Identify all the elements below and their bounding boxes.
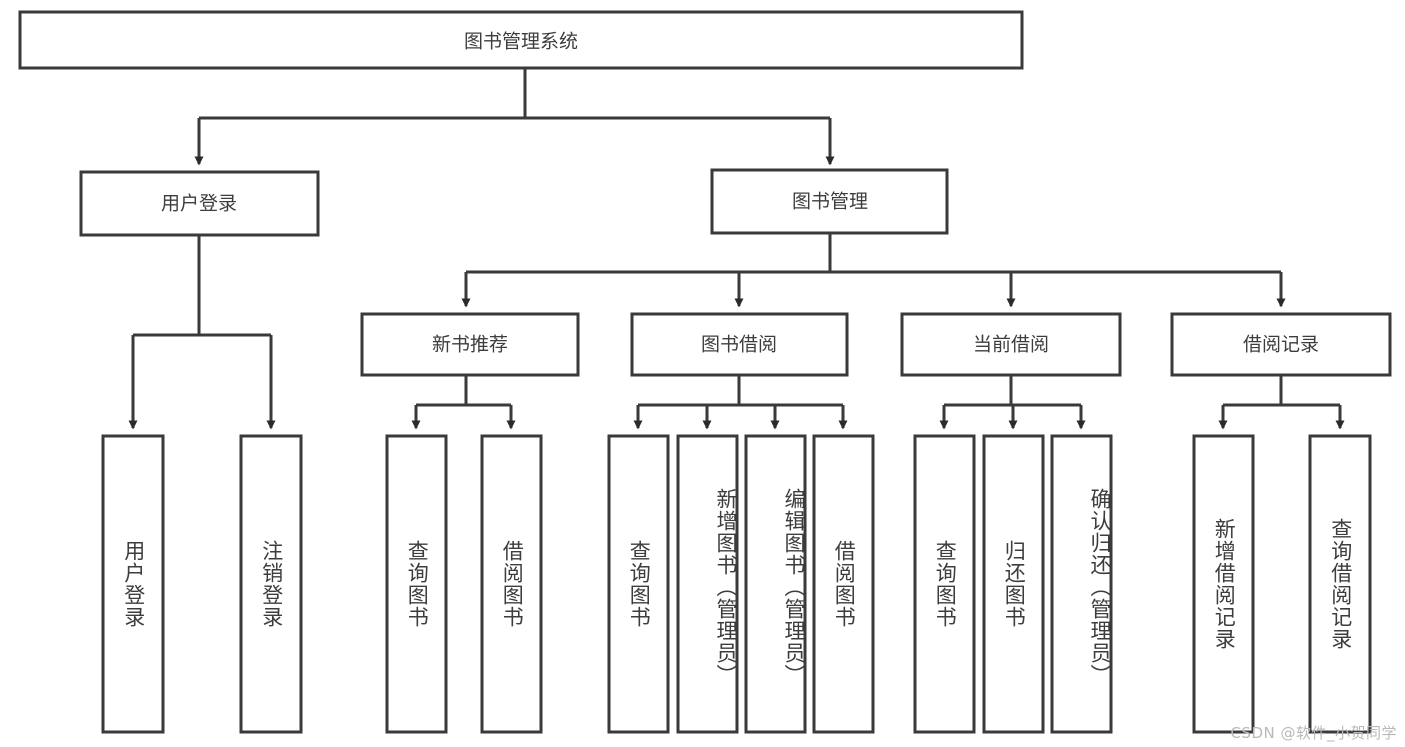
node-leaf-query-book-1[interactable]: 查询图书: [385, 434, 448, 734]
node-leaf-confirm-return[interactable]: 确认归还（管理员）: [1050, 434, 1113, 734]
connector-user-login-to-leaves: [128, 235, 276, 430]
node-book-management-system[interactable]: 图书管理系统: [18, 10, 1024, 70]
connector-book-manage-to-level2: [461, 233, 1286, 308]
node-label: 借阅图书: [832, 540, 857, 628]
connector-current-borrow-to-leaves: [939, 375, 1086, 430]
node-book-borrow[interactable]: 图书借阅: [630, 312, 849, 377]
node-label: 图书管理系统: [464, 31, 578, 53]
node-user-login[interactable]: 用户登录: [79, 170, 320, 237]
node-label: 新增图书（管理员）: [714, 488, 737, 686]
node-label: 图书管理: [792, 191, 868, 213]
node-label: 借阅图书: [500, 540, 525, 628]
node-leaf-logout-login[interactable]: 注销登录: [239, 434, 303, 734]
node-label: 用户登录: [121, 540, 146, 628]
node-label: 查询图书: [627, 540, 652, 628]
node-current-borrow[interactable]: 当前借阅: [900, 312, 1122, 377]
node-label: 查询借阅记录: [1328, 518, 1353, 650]
connector-book-borrow-to-leaves: [633, 375, 848, 430]
node-leaf-return-book[interactable]: 归还图书: [982, 434, 1045, 734]
node-label: 新书推荐: [432, 334, 508, 356]
node-leaf-user-login[interactable]: 用户登录: [101, 434, 165, 734]
connector-root-to-level1: [194, 68, 835, 166]
node-label: 当前借阅: [973, 334, 1049, 356]
node-leaf-edit-book[interactable]: 编辑图书（管理员）: [744, 434, 807, 734]
connector-borrow-record-to-leaves: [1218, 375, 1345, 430]
node-label: 用户登录: [161, 193, 237, 215]
node-label: 注销登录: [259, 540, 284, 628]
node-book-manage[interactable]: 图书管理: [710, 168, 949, 235]
node-label: 查询图书: [933, 540, 958, 628]
node-leaf-borrow-book-1[interactable]: 借阅图书: [480, 434, 543, 734]
node-leaf-query-book-3[interactable]: 查询图书: [913, 434, 976, 734]
node-leaf-query-book-2[interactable]: 查询图书: [607, 434, 670, 734]
node-label: 图书借阅: [701, 334, 777, 356]
node-label: 确认归还（管理员）: [1088, 488, 1111, 686]
node-leaf-add-book[interactable]: 新增图书（管理员）: [676, 434, 739, 734]
node-new-book-recommend[interactable]: 新书推荐: [360, 312, 580, 377]
csdn-watermark: CSDN @软件_小贺同学: [1230, 724, 1397, 742]
connector-new-book-recommend-to-leaves: [411, 375, 516, 430]
node-label: 编辑图书（管理员）: [782, 488, 805, 686]
node-label: 查询图书: [405, 540, 430, 628]
node-leaf-query-record[interactable]: 查询借阅记录: [1308, 434, 1372, 734]
node-label: 归还图书: [1002, 540, 1027, 628]
node-label: 新增借阅记录: [1212, 518, 1237, 650]
node-borrow-record[interactable]: 借阅记录: [1170, 312, 1392, 377]
node-label: 借阅记录: [1243, 334, 1319, 356]
node-leaf-borrow-book-2[interactable]: 借阅图书: [812, 434, 875, 734]
node-leaf-add-record[interactable]: 新增借阅记录: [1192, 434, 1255, 734]
